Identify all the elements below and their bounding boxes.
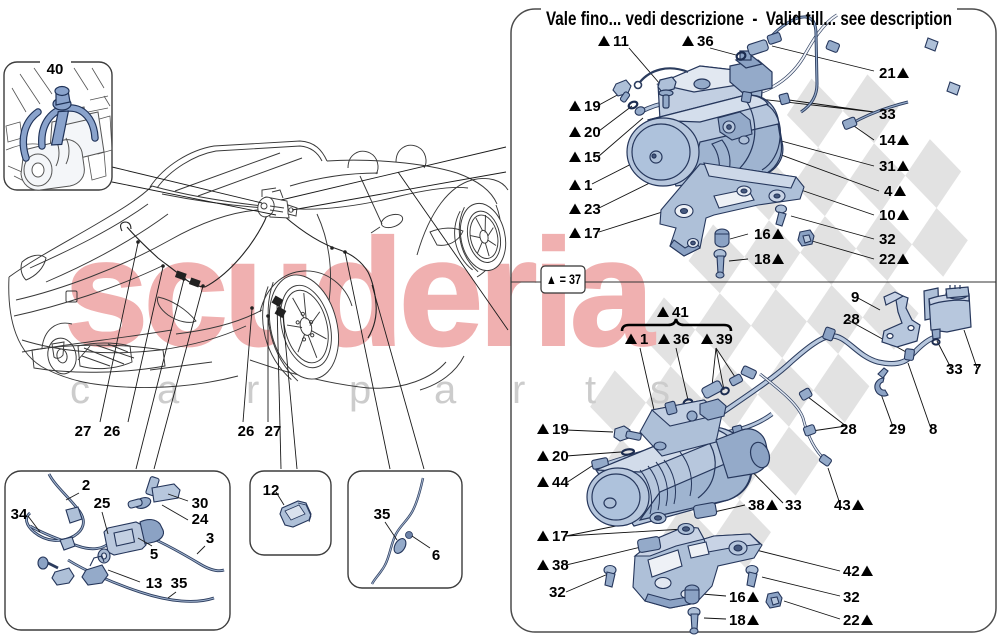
svg-text:17: 17 (552, 528, 569, 545)
svg-text:43: 43 (834, 497, 851, 514)
svg-text:7: 7 (973, 361, 981, 378)
svg-text:5: 5 (150, 546, 158, 563)
svg-text:25: 25 (94, 495, 111, 512)
svg-text:8: 8 (929, 421, 937, 438)
svg-text:28: 28 (840, 421, 857, 438)
svg-text:14: 14 (879, 132, 896, 149)
svg-text:21: 21 (879, 65, 896, 82)
svg-text:▲ = 37: ▲ = 37 (546, 272, 581, 287)
svg-text:1: 1 (640, 331, 648, 348)
svg-text:10: 10 (879, 207, 896, 224)
svg-text:a: a (434, 368, 457, 412)
svg-text:r: r (512, 368, 525, 412)
svg-text:t: t (585, 368, 596, 412)
svg-text:22: 22 (879, 251, 896, 268)
svg-text:16: 16 (754, 226, 771, 243)
svg-text:3: 3 (206, 530, 214, 547)
svg-text:30: 30 (192, 495, 209, 512)
svg-text:26: 26 (238, 423, 255, 440)
svg-text:40: 40 (47, 61, 64, 78)
svg-text:r: r (246, 368, 259, 412)
svg-text:35: 35 (374, 506, 391, 523)
svg-text:11: 11 (613, 33, 629, 50)
svg-text:32: 32 (879, 231, 896, 248)
svg-text:24: 24 (192, 511, 209, 528)
svg-text:23: 23 (584, 201, 601, 218)
svg-text:36: 36 (673, 331, 690, 348)
svg-text:29: 29 (889, 421, 906, 438)
svg-text:34: 34 (11, 506, 28, 523)
svg-text:39: 39 (716, 331, 733, 348)
svg-text:18: 18 (754, 251, 771, 268)
svg-text:44: 44 (552, 474, 569, 491)
svg-text:18: 18 (729, 612, 746, 629)
svg-text:15: 15 (584, 149, 601, 166)
svg-text:17: 17 (584, 225, 601, 242)
svg-text:p: p (349, 368, 371, 412)
svg-text:12: 12 (263, 482, 280, 499)
svg-text:35: 35 (171, 575, 188, 592)
svg-text:27: 27 (75, 423, 92, 440)
svg-text:c: c (70, 368, 90, 412)
svg-text:scuderia: scuderia (64, 208, 656, 378)
svg-text:33: 33 (946, 361, 963, 378)
svg-text:36: 36 (697, 33, 714, 50)
svg-text:38: 38 (552, 557, 569, 574)
svg-text:4: 4 (884, 183, 893, 200)
svg-text:a: a (157, 368, 180, 412)
svg-text:31: 31 (879, 158, 896, 175)
svg-text:9: 9 (851, 289, 859, 306)
svg-text:13: 13 (146, 575, 163, 592)
svg-text:20: 20 (552, 448, 569, 465)
svg-text:26: 26 (104, 423, 121, 440)
svg-text:20: 20 (584, 124, 601, 141)
svg-text:32: 32 (549, 584, 566, 601)
svg-text:19: 19 (552, 421, 569, 438)
svg-text:33: 33 (879, 106, 896, 123)
svg-text:27: 27 (265, 423, 282, 440)
svg-text:38: 38 (748, 497, 765, 514)
svg-text:28: 28 (843, 311, 860, 328)
svg-text:6: 6 (432, 547, 440, 564)
svg-text:32: 32 (843, 589, 860, 606)
svg-text:19: 19 (584, 98, 601, 115)
svg-text:16: 16 (729, 589, 746, 606)
svg-text:41: 41 (672, 304, 689, 321)
svg-text:42: 42 (843, 563, 860, 580)
svg-text:1: 1 (584, 177, 592, 194)
svg-text:Vale fino... vedi descrizione: Vale fino... vedi descrizione - Valid ti… (546, 8, 952, 30)
svg-text:2: 2 (82, 477, 90, 494)
svg-text:22: 22 (843, 612, 860, 629)
svg-text:33: 33 (785, 497, 802, 514)
svg-text:s: s (650, 368, 670, 412)
